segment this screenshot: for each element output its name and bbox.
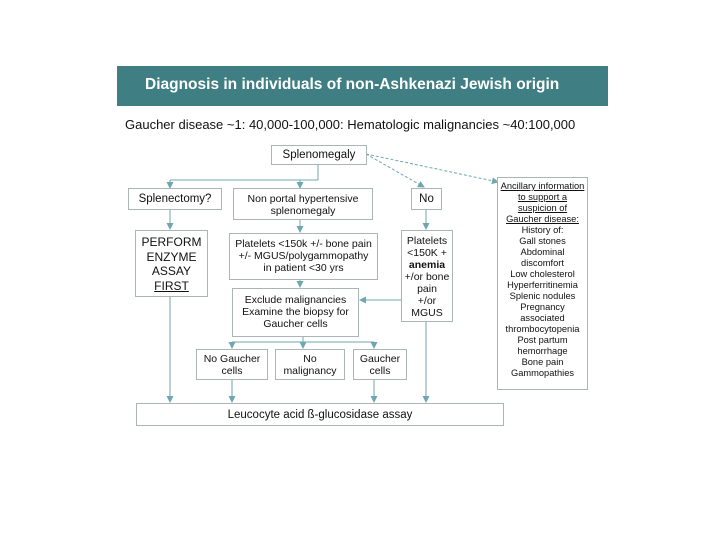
node-splenectomy: Splenectomy?	[128, 188, 222, 210]
node-no: No	[411, 188, 442, 210]
arrow-to-ancillary	[365, 153, 499, 185]
node-gaucher-cells: Gaucher cells	[353, 349, 407, 380]
node-no-gaucher-cells: No Gaucher cells	[196, 349, 268, 380]
ancillary-info-box: Ancillary information to support a suspi…	[497, 177, 588, 390]
node-perform-enzyme-assay: PERFORM ENZYME ASSAY FIRST	[135, 230, 208, 297]
node-splenomegaly: Splenomegaly	[271, 145, 367, 165]
page-title: Diagnosis in individuals of non-Ashkenaz…	[145, 76, 560, 93]
title-bar: Diagnosis in individuals of non-Ashkenaz…	[117, 66, 608, 106]
node-platelets-right: Platelets <150K + anemia +/or bone pain …	[401, 230, 453, 322]
node-no-malignancy: No malignancy	[275, 349, 345, 380]
prevalence-subtitle: Gaucher disease ~1: 40,000-100,000: Hema…	[125, 117, 576, 132]
arrow-to-no	[365, 153, 425, 188]
node-platelets-left: Platelets <150k +/- bone pain +/- MGUS/p…	[229, 233, 378, 280]
node-exclude-malignancies: Exclude malignancies Examine the biopsy …	[232, 288, 359, 337]
node-leucocyte-assay: Leucocyte acid ß-glucosidase assay	[136, 403, 504, 426]
node-non-portal: Non portal hypertensive splenomegaly	[233, 188, 373, 220]
